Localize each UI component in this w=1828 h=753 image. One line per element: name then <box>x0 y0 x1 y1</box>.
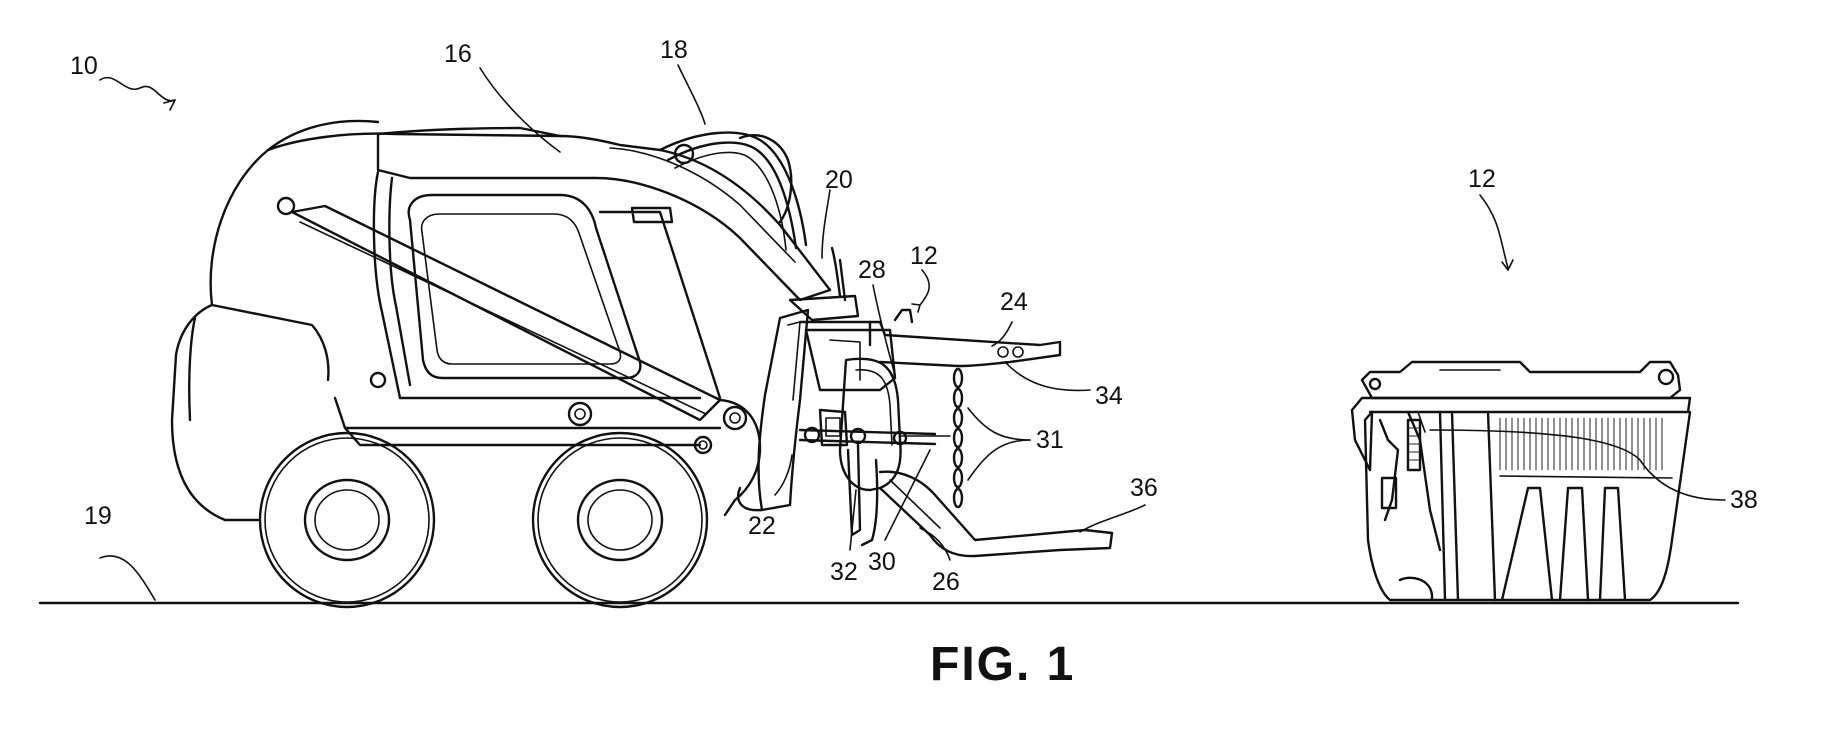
numeral-34: 34 <box>1095 382 1123 410</box>
numeral-30: 30 <box>868 548 896 576</box>
numeral-31: 31 <box>1036 426 1064 454</box>
figure-caption: FIG. 1 <box>930 638 1075 691</box>
numeral-26: 26 <box>932 568 960 596</box>
numeral-22: 22 <box>748 512 776 540</box>
chain <box>900 369 962 507</box>
numeral-12-right: 12 <box>1468 165 1496 193</box>
shaded-panel <box>1500 418 1662 470</box>
coupler-plate <box>738 310 808 510</box>
numeral-36: 36 <box>1130 474 1158 502</box>
numeral-19: 19 <box>84 502 112 530</box>
numeral-20: 20 <box>825 166 853 194</box>
numeral-10: 10 <box>70 52 98 80</box>
rear-wheel <box>260 433 434 607</box>
numeral-12-upper: 12 <box>910 242 938 270</box>
refuse-container <box>1352 362 1690 600</box>
numeral-28: 28 <box>858 256 886 284</box>
front-wheel <box>533 433 707 607</box>
reference-numerals: 10 16 18 20 12 28 24 34 31 22 36 32 30 2… <box>70 36 1758 596</box>
numeral-16: 16 <box>444 40 472 68</box>
lift-fork <box>880 472 1112 556</box>
skid-steer-loader <box>172 121 760 520</box>
numeral-32: 32 <box>830 558 858 586</box>
numeral-18: 18 <box>660 36 688 64</box>
numeral-38: 38 <box>1730 486 1758 514</box>
numeral-24: 24 <box>1000 288 1028 316</box>
